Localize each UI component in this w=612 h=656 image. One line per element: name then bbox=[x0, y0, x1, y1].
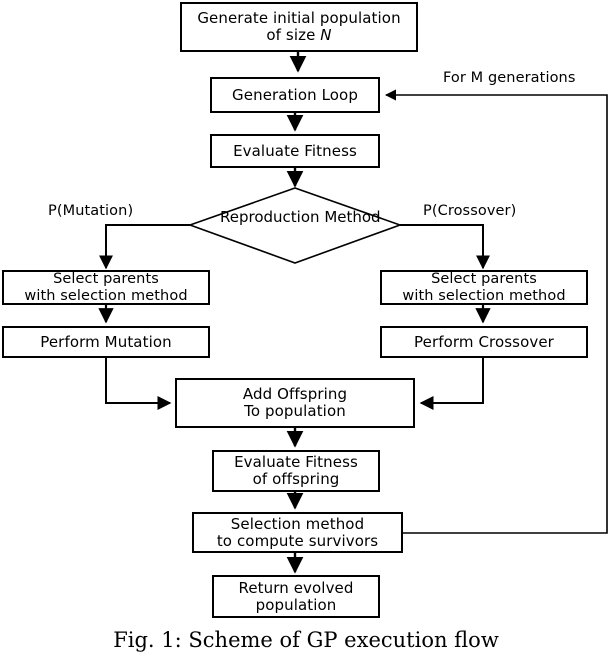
node-line-1: Select parents bbox=[431, 271, 537, 288]
node-evaluate-fitness-offspring[interactable]: Evaluate Fitness of offspring bbox=[212, 450, 380, 492]
edge-mutation-to-offspring bbox=[105, 357, 172, 410]
edge-crossover-branch bbox=[400, 224, 490, 270]
node-line-1: Perform Mutation bbox=[40, 332, 172, 351]
node-evaluate-fitness[interactable]: Evaluate Fitness bbox=[210, 134, 380, 168]
node-select-parents-mutation[interactable]: Select parents with selection method bbox=[2, 270, 210, 305]
node-line-1: Perform Crossover bbox=[414, 332, 554, 351]
node-perform-crossover[interactable]: Perform Crossover bbox=[380, 326, 588, 358]
node-line-1: Reproduction bbox=[220, 208, 320, 226]
edge-label-for-m-generations: For M generations bbox=[443, 70, 576, 86]
node-line-1: Add Offspring bbox=[242, 385, 348, 404]
edge-mutation-branch bbox=[99, 224, 190, 270]
node-select-parents-crossover[interactable]: Select parents with selection method bbox=[380, 270, 588, 305]
node-generate-initial-population[interactable]: Generate initial population of size N bbox=[180, 2, 418, 52]
node-line-1: Evaluate Fitness bbox=[233, 141, 357, 160]
node-generation-loop[interactable]: Generation Loop bbox=[210, 77, 380, 113]
edge-loopback-generations bbox=[384, 89, 608, 534]
node-line-2: To population bbox=[244, 402, 346, 420]
edge-label-p-mutation: P(Mutation) bbox=[48, 203, 134, 219]
node-line-2: with selection method bbox=[402, 287, 566, 304]
node-line-2: of size N bbox=[197, 27, 400, 44]
node-reproduction-method-label[interactable]: Reproduction Method bbox=[220, 208, 381, 226]
node-line-1: Generate initial population bbox=[197, 9, 401, 28]
node-line-2: Method bbox=[324, 208, 381, 226]
node-line-2: with selection method bbox=[24, 287, 188, 304]
node-line-2: to compute survivors bbox=[216, 531, 379, 550]
node-line-2-prefix: of size bbox=[266, 26, 321, 44]
node-line-1: Return evolved bbox=[238, 578, 354, 597]
node-line-1: Evaluate Fitness bbox=[234, 453, 358, 472]
node-selection-method-survivors[interactable]: Selection method to compute survivors bbox=[192, 512, 403, 553]
node-perform-mutation[interactable]: Perform Mutation bbox=[2, 326, 210, 358]
population-size-symbol: N bbox=[320, 26, 332, 44]
node-add-offspring[interactable]: Add Offspring To population bbox=[175, 378, 415, 428]
node-line-1: Select parents bbox=[53, 271, 159, 288]
node-line-1: Selection method bbox=[230, 514, 365, 533]
reproduction-method-diamond bbox=[187, 187, 403, 264]
node-line-1: Generation Loop bbox=[232, 85, 358, 104]
figure-caption: Fig. 1: Scheme of GP execution flow bbox=[113, 628, 499, 652]
node-line-2: of offspring bbox=[252, 470, 340, 488]
node-line-2: population bbox=[255, 595, 337, 614]
node-return-evolved-population[interactable]: Return evolved population bbox=[212, 575, 380, 618]
edge-crossover-to-offspring bbox=[419, 357, 484, 410]
edge-label-p-crossover: P(Crossover) bbox=[423, 203, 517, 219]
